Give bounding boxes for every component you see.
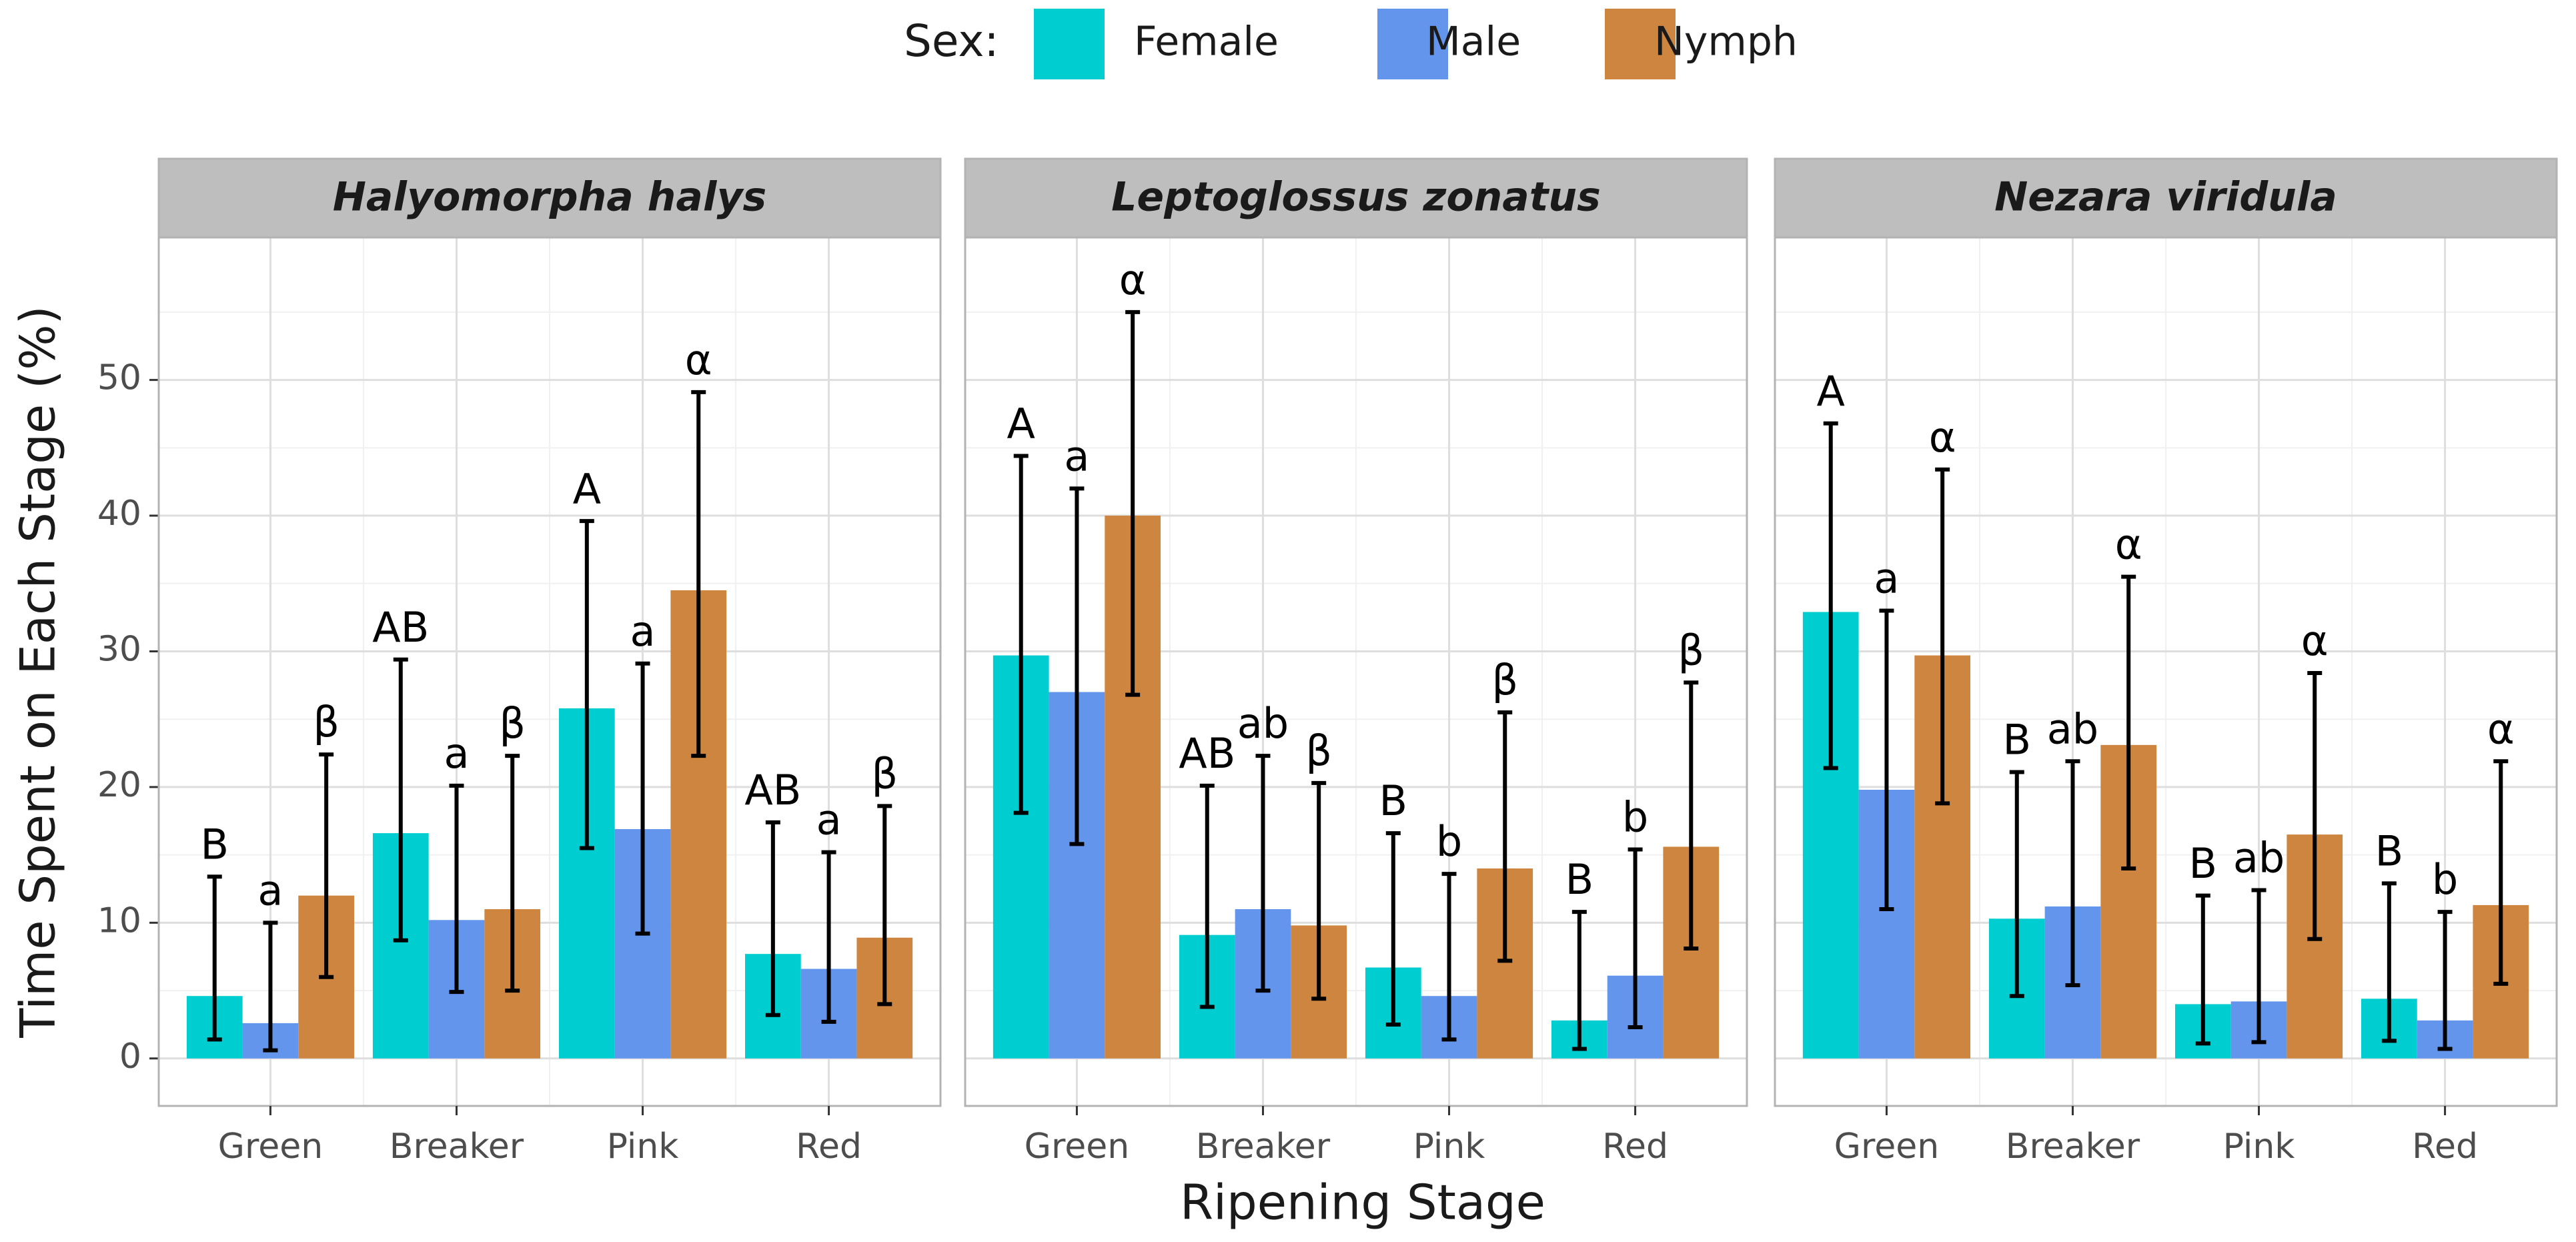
y-tick-label: 20 (97, 765, 141, 805)
significance-letter: A (1817, 367, 1845, 416)
significance-letter: a (816, 796, 842, 844)
x-axis-title: Ripening Stage (1180, 1175, 1545, 1231)
legend-label-male: Male (1426, 19, 1521, 65)
legend-key-nymph (1605, 9, 1676, 79)
panel-strip (1774, 157, 2558, 239)
significance-letter: b (1622, 793, 1648, 842)
significance-letter: A (573, 464, 601, 513)
significance-letter: B (1565, 855, 1594, 904)
y-axis-title: Time Spent on Each Stage (%) (10, 305, 66, 1038)
significance-letter: α (2115, 520, 2142, 569)
significance-letter: β (1491, 656, 1518, 704)
x-tick-label-breaker: Breaker (2006, 1127, 2140, 1167)
significance-letter: a (1874, 554, 1899, 603)
significance-letter: α (685, 336, 712, 384)
significance-letter: α (2301, 616, 2329, 665)
significance-letter: B (2002, 716, 2031, 764)
x-tick-label-breaker: Breaker (390, 1127, 524, 1167)
x-tick-label-red: Red (2412, 1127, 2478, 1167)
x-tick-label-pink: Pink (607, 1127, 679, 1167)
significance-letter: b (1436, 817, 1462, 866)
significance-letter: ab (2047, 704, 2098, 753)
panel-title: Nezara viridula (1994, 174, 2337, 221)
significance-letter: ab (1237, 699, 1289, 748)
y-tick-label: 30 (97, 629, 141, 669)
significance-letter: β (1678, 626, 1704, 674)
panel-strip (157, 157, 942, 239)
panel-title: Leptoglossus zonatus (1111, 174, 1601, 221)
significance-letter: β (313, 698, 340, 746)
y-tick-label: 40 (97, 494, 141, 534)
y-tick-label: 10 (97, 900, 141, 941)
significance-letter: B (2375, 826, 2404, 875)
x-tick-label-red: Red (1602, 1127, 1668, 1167)
legend-key-male (1377, 9, 1448, 79)
significance-letter: α (2487, 704, 2515, 753)
legend-key-female (1034, 9, 1105, 79)
significance-letter: a (257, 866, 283, 914)
significance-letter: α (1119, 255, 1147, 304)
panel-strip (964, 157, 1748, 239)
significance-letter: B (1379, 776, 1408, 825)
x-tick-label-red: Red (796, 1127, 862, 1167)
significance-letter: b (2432, 855, 2458, 904)
panel-title: Halyomorpha halys (333, 174, 767, 221)
significance-letter: a (630, 607, 656, 656)
significance-letter: AB (1179, 729, 1235, 778)
legend-label-nymph: Nymph (1654, 19, 1798, 65)
legend-label-female: Female (1134, 19, 1279, 65)
significance-letter: AB (372, 603, 429, 652)
significance-letter: ab (2233, 834, 2285, 882)
significance-letter: β (1305, 726, 1332, 775)
significance-letter: β (499, 699, 526, 748)
significance-letter: a (444, 729, 469, 778)
significance-letter: β (871, 749, 898, 798)
x-tick-label-pink: Pink (2223, 1127, 2295, 1167)
x-tick-label-pink: Pink (1413, 1127, 1485, 1167)
significance-letter: α (1929, 413, 1956, 462)
significance-letter: B (200, 820, 229, 868)
legend-title: Sex: (904, 15, 999, 67)
y-tick-label: 50 (97, 358, 141, 398)
x-tick-label-breaker: Breaker (1196, 1127, 1331, 1167)
x-tick-label-green: Green (1834, 1127, 1939, 1167)
significance-letter: a (1064, 432, 1089, 480)
y-tick-label: 0 (119, 1037, 141, 1077)
x-tick-label-green: Green (218, 1127, 323, 1167)
significance-letter: AB (744, 766, 801, 814)
significance-letter: B (2189, 839, 2218, 888)
significance-letter: A (1007, 400, 1035, 448)
x-tick-label-green: Green (1025, 1127, 1129, 1167)
